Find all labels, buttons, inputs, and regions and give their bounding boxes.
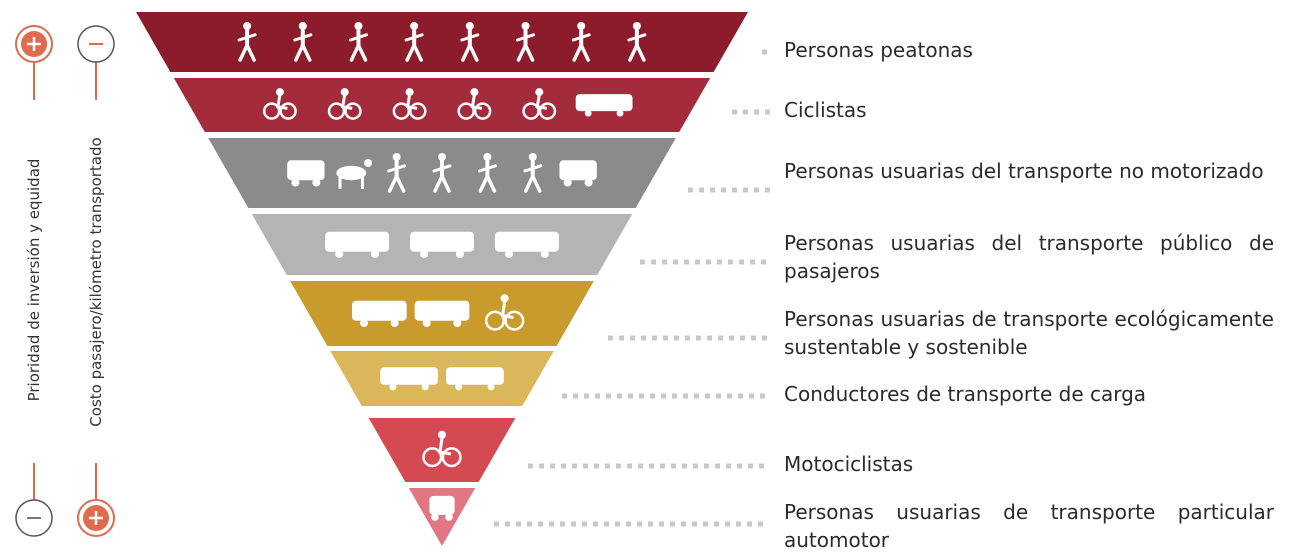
scooter-icon <box>432 153 452 193</box>
wheelchair-user-icon <box>571 22 591 62</box>
horse-carriage-icon <box>287 160 325 187</box>
dotted-leader <box>608 335 767 341</box>
minibus-icon <box>410 231 474 259</box>
cargo-truck-icon <box>380 367 438 391</box>
dotted-leader <box>528 463 764 469</box>
pyramid-tier <box>368 418 516 482</box>
level-label-non-motorized: Personas usuarias del transporte no moto… <box>784 159 1264 183</box>
cyclist-icon <box>327 88 362 120</box>
plus-circle-icon <box>15 25 53 63</box>
dotted-leader <box>640 259 766 265</box>
electric-truck-icon <box>352 300 407 328</box>
person-walking-dog-icon <box>237 22 257 62</box>
unicyclist-icon <box>457 88 492 120</box>
pedestrians-group-icon <box>387 153 407 193</box>
electric-car-icon <box>414 300 470 328</box>
car-icon <box>429 495 455 521</box>
dotted-leader <box>762 49 767 55</box>
adult-with-child-icon <box>404 22 424 62</box>
dotted-leader <box>494 521 763 527</box>
bicycle-icon <box>484 294 525 331</box>
pregnant-person-icon <box>460 22 480 62</box>
plus-circle-icon <box>77 499 115 537</box>
horse-cart-icon <box>559 160 597 187</box>
dotted-leader <box>732 109 770 115</box>
pyramid-tier <box>173 78 711 132</box>
pyramid-tier <box>136 12 748 72</box>
elderly-person-cane-icon <box>516 22 536 62</box>
cargo-bike-icon <box>575 94 633 117</box>
racing-cyclist-icon <box>522 88 557 120</box>
articulated-bus-icon <box>494 231 559 259</box>
level-label-motorcyclists: Motociclistas <box>784 452 914 476</box>
level-label-sustainable-transport: Personas usuarias de transporte ecológic… <box>784 307 1274 359</box>
horse-rider-icon <box>336 159 373 189</box>
tricycle-rickshaw-icon <box>262 88 297 120</box>
person-with-stroller-icon <box>348 22 368 62</box>
person-running-icon <box>293 22 313 62</box>
blind-person-cane-icon <box>627 22 647 62</box>
dotted-leader <box>688 187 770 193</box>
pyramid-tier <box>330 351 554 406</box>
cyclist-icon <box>392 88 427 120</box>
tanker-truck-icon <box>446 367 504 391</box>
motorcycle-icon <box>422 430 462 468</box>
rollerblader-icon <box>523 153 543 193</box>
level-label-private-cars: Personas usuarias de transporte particul… <box>784 500 1274 552</box>
level-label-freight: Conductores de transporte de carga <box>784 382 1147 406</box>
level-label-pedestrians: Personas peatonas <box>784 38 973 62</box>
dotted-leader <box>562 393 765 399</box>
level-label-cyclists: Ciclistas <box>784 98 867 122</box>
level-label-public-transport: Personas usuarias del transporte público… <box>784 231 1274 283</box>
minus-circle-icon <box>15 499 53 537</box>
minus-circle-icon <box>77 25 115 63</box>
bus-icon <box>325 231 390 259</box>
pyramid-tier <box>408 488 476 546</box>
skateboarder-icon <box>477 153 497 193</box>
